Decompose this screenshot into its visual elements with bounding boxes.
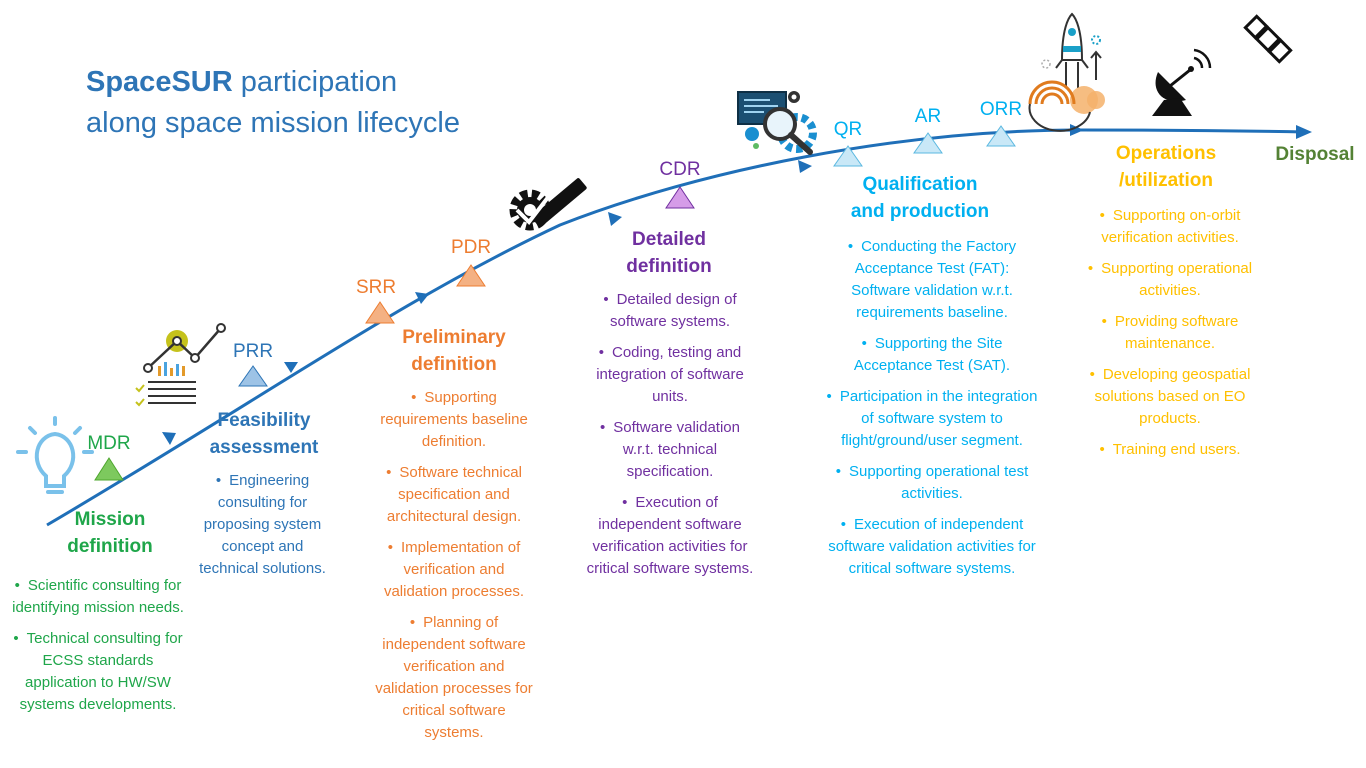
- phase-disposal-line1: Disposal: [1275, 144, 1355, 165]
- mdr-triangle: [94, 457, 124, 481]
- list-item: •Coding, testing and integration of soft…: [596, 344, 744, 405]
- phase-preliminary-line2: definition: [411, 354, 497, 375]
- phase-detailed-list: •Detailed design of software systems. •C…: [585, 289, 755, 589]
- timeline-arrow: [415, 292, 429, 304]
- phase-mission-title: Mission definition: [40, 506, 180, 560]
- satellite-dish-icon: [1152, 48, 1212, 116]
- list-item: •Scientific consulting for identifying m…: [12, 577, 184, 616]
- prr-triangle: [238, 365, 268, 387]
- timeline-arrow: [284, 362, 298, 373]
- list-item: •Supporting on-orbit verification activi…: [1099, 207, 1241, 246]
- orr-triangle: [986, 125, 1016, 147]
- pdr-triangle: [456, 264, 486, 287]
- timeline-arrow: [608, 212, 622, 226]
- chart-report-icon: [135, 323, 226, 407]
- phase-operations-line2: /utilization: [1119, 170, 1213, 191]
- milestone-mdr: MDR: [87, 433, 131, 454]
- phase-preliminary-title: Preliminary definition: [384, 324, 524, 378]
- list-item: •Supporting requirements baseline defini…: [380, 389, 528, 450]
- phase-qualification-list: •Conducting the Factory Acceptance Test …: [826, 236, 1038, 589]
- rocket-icon: [1028, 12, 1105, 132]
- timeline-arrow: [798, 160, 812, 173]
- title-brand: SpaceSUR: [86, 66, 233, 98]
- phase-detailed-title: Detailed definition: [598, 226, 740, 280]
- cdr-triangle: [665, 186, 695, 209]
- phase-feasibility-title: Feasibility assessment: [194, 407, 334, 461]
- page-title: SpaceSUR participation along space missi…: [86, 62, 460, 144]
- phase-feasibility-list: •Engineering consulting for proposing sy…: [195, 470, 330, 589]
- phase-preliminary-line1: Preliminary: [402, 327, 506, 348]
- phase-operations-line1: Operations: [1115, 143, 1217, 164]
- phase-qualification-line2: and production: [850, 201, 990, 222]
- list-item: •Technical consulting for ECSS standards…: [13, 630, 183, 713]
- list-item: •Software technical specification and ar…: [386, 464, 522, 525]
- timeline-curve: [46, 128, 1306, 527]
- phase-feasibility-line1: Feasibility: [217, 410, 311, 431]
- phase-qualification-line1: Qualification: [862, 174, 978, 195]
- milestone-prr: PRR: [232, 341, 274, 362]
- list-item: •Execution of independent software valid…: [828, 516, 1036, 577]
- srr-triangle: [365, 301, 395, 324]
- title-rest: participation: [232, 66, 398, 98]
- lightbulb-icon: [16, 416, 94, 494]
- list-item: •Conducting the Factory Acceptance Test …: [847, 238, 1017, 321]
- list-item: •Planning of independent software verifi…: [375, 614, 533, 741]
- phase-detailed-line2: definition: [626, 256, 712, 277]
- phase-operations-title: Operations /utilization: [1095, 140, 1237, 194]
- ar-triangle: [913, 132, 943, 154]
- list-item: •Software validation w.r.t. technical sp…: [599, 419, 740, 480]
- satellite-icon: [1243, 14, 1293, 64]
- list-item: •Detailed design of software systems.: [603, 291, 737, 330]
- milestone-pdr: PDR: [450, 237, 492, 258]
- list-item: •Training end users.: [1099, 441, 1241, 458]
- phase-operations-list: •Supporting on-orbit verification activi…: [1072, 205, 1268, 470]
- phase-mission-list: •Scientific consulting for identifying m…: [8, 575, 188, 725]
- milestone-cdr: CDR: [659, 159, 701, 180]
- milestone-ar: AR: [914, 106, 942, 127]
- list-item: •Execution of independent software verif…: [586, 494, 754, 577]
- list-item: •Supporting the Site Acceptance Test (SA…: [853, 335, 1011, 374]
- list-item: •Supporting operational activities.: [1087, 260, 1253, 299]
- phase-mission-line1: Mission: [74, 509, 146, 530]
- phase-mission-line2: definition: [67, 536, 153, 557]
- list-item: •Engineering consulting for proposing sy…: [199, 472, 326, 577]
- title-line2: along space mission lifecycle: [86, 107, 460, 139]
- phase-disposal-title: Disposal: [1268, 141, 1362, 168]
- gear-pencil-icon: [509, 178, 587, 231]
- milestone-srr: SRR: [355, 277, 397, 298]
- phase-feasibility-line2: assessment: [209, 437, 319, 458]
- list-item: •Supporting operational test activities.: [835, 463, 1029, 502]
- milestone-qr: QR: [833, 119, 863, 140]
- monitor-magnifier-icon: [737, 91, 817, 155]
- phase-detailed-line1: Detailed: [632, 229, 706, 250]
- timeline-arrow: [162, 432, 176, 445]
- phase-qualification-title: Qualification and production: [830, 171, 1010, 225]
- qr-triangle: [833, 145, 863, 167]
- timeline-end-arrow: [1296, 125, 1312, 139]
- list-item: •Providing software maintenance.: [1101, 313, 1239, 352]
- list-item: •Developing geospatial solutions based o…: [1089, 366, 1251, 427]
- milestone-orr: ORR: [979, 99, 1023, 120]
- phase-preliminary-list: •Supporting requirements baseline defini…: [372, 387, 536, 753]
- list-item: •Implementation of verification and vali…: [383, 539, 525, 600]
- timeline-arrow: [1070, 124, 1084, 136]
- list-item: •Participation in the integration of sof…: [826, 388, 1038, 449]
